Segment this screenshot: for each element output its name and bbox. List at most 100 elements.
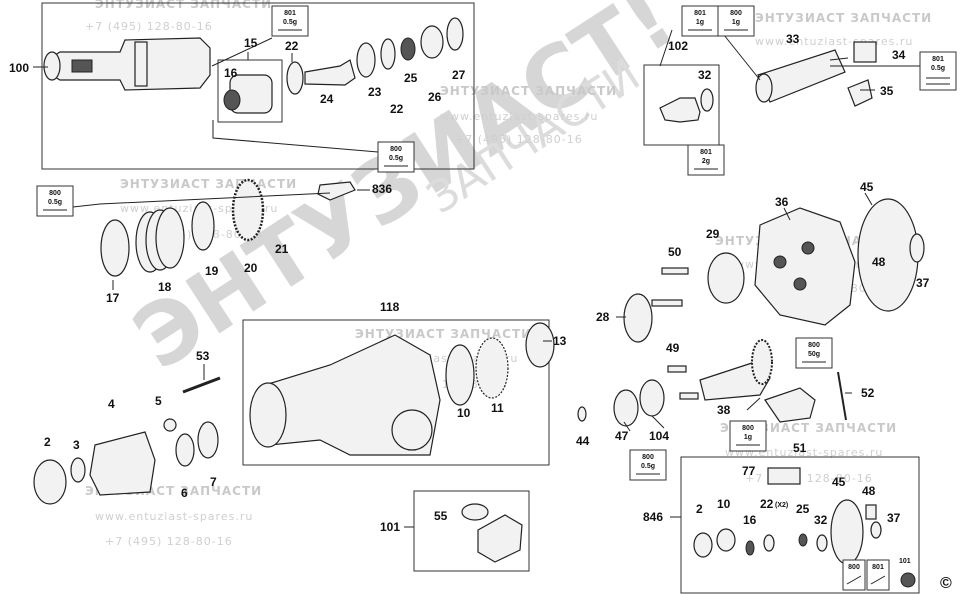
housing-nose — [249, 382, 287, 448]
svg-text:0.5g: 0.5g — [283, 19, 297, 26]
kit-22 — [763, 534, 775, 552]
label-77: 77 — [742, 464, 756, 478]
screw-50b — [651, 299, 683, 307]
label-33: 33 — [786, 32, 800, 46]
frame-group-118 — [242, 319, 550, 466]
label-100: 100 — [9, 61, 29, 75]
label-35: 35 — [880, 84, 894, 98]
ring-37 — [909, 233, 925, 263]
svg-text:800: 800 — [848, 564, 860, 571]
label-15: 15 — [244, 36, 258, 50]
svg-text:1g: 1g — [696, 19, 704, 26]
screw-53 — [182, 376, 221, 394]
grease-tag-t1: 800 0.5g — [377, 141, 415, 173]
label-104: 104 — [649, 429, 669, 443]
svg-text:800: 800 — [642, 454, 654, 461]
kit-grease-800: 800 — [842, 559, 866, 591]
label-118: 118 — [380, 300, 400, 314]
part-16-inner — [223, 89, 241, 111]
cap-2 — [33, 459, 67, 505]
label-27: 27 — [452, 68, 466, 82]
sleeve-19 — [191, 201, 215, 251]
assembly-gearbox — [577, 198, 925, 427]
label-50: 50 — [668, 245, 682, 259]
label-48b: 48 — [862, 484, 876, 498]
watermark-phone-7: +7 (495) 128-80-16 — [105, 535, 233, 548]
label-22x2: 22 — [760, 497, 774, 511]
label-24: 24 — [320, 92, 334, 106]
label-2b: 2 — [696, 502, 703, 516]
gear-38 — [751, 339, 773, 385]
assembly-118 — [249, 322, 555, 456]
label-7: 7 — [210, 475, 217, 489]
oring-55 — [461, 503, 489, 521]
grease-tag-t5: 801 0.5g — [919, 51, 957, 91]
part-labels: 100 15 16 22 24 23 22 25 26 27 102 32 33… — [9, 32, 952, 592]
gasket-45 — [857, 198, 919, 312]
svg-text:801: 801 — [284, 10, 296, 17]
svg-text:801: 801 — [932, 56, 944, 63]
leader-lines — [33, 29, 920, 528]
needle-bearing-47 — [613, 389, 639, 427]
gear-20 — [231, 178, 265, 242]
kit-101 — [900, 572, 916, 588]
spring-18c — [155, 207, 185, 269]
svg-text:0.5g: 0.5g — [48, 199, 62, 206]
label-20: 20 — [244, 261, 258, 275]
kit-48 — [865, 504, 877, 520]
watermark-brand-5: ЭНТУЗИАСТ ЗАПЧАСТИ — [355, 327, 532, 341]
label-28: 28 — [596, 310, 610, 324]
label-13: 13 — [553, 334, 567, 348]
label-101: 101 — [380, 520, 400, 534]
grease-tag-t2: 801 0.5g — [271, 5, 309, 37]
screw-50 — [661, 267, 689, 275]
label-10: 10 — [457, 406, 471, 420]
label-47: 47 — [615, 429, 629, 443]
label-836: 836 — [372, 182, 392, 196]
grease-tag-t7: 800 0.5g — [36, 185, 74, 217]
bearing-11 — [475, 337, 509, 399]
ring-10 — [445, 344, 475, 406]
label-21: 21 — [275, 242, 289, 256]
svg-text:2g: 2g — [702, 158, 710, 165]
label-846: 846 — [643, 510, 663, 524]
svg-text:801: 801 — [872, 564, 884, 571]
svg-text:800: 800 — [49, 190, 61, 197]
label-2: 2 — [44, 435, 51, 449]
assembly-clutch — [100, 178, 356, 277]
watermark-phone-6: +7 (495) 128-80-16 — [745, 472, 873, 485]
label-34: 34 — [892, 48, 906, 62]
copyright-mark: © — [940, 575, 952, 592]
assembly-101 — [461, 503, 523, 563]
label-16b: 16 — [743, 513, 757, 527]
spindle-end — [43, 51, 61, 81]
clip-836 — [317, 181, 356, 201]
ring-27 — [446, 17, 464, 51]
label-5: 5 — [155, 394, 162, 408]
grease-tag-t8: 800 50g — [795, 337, 833, 369]
kit-2 — [693, 532, 713, 558]
svg-text:800: 800 — [808, 342, 820, 349]
ring-22b — [380, 38, 396, 70]
label-38: 38 — [717, 403, 731, 417]
label-17: 17 — [106, 291, 120, 305]
frame-group-846 — [680, 456, 920, 594]
svg-text:0.5g: 0.5g — [389, 155, 403, 162]
flange-29 — [707, 252, 745, 304]
label-4: 4 — [108, 397, 115, 411]
block-34 — [853, 41, 877, 63]
svg-text:801: 801 — [694, 10, 706, 17]
spring-7 — [197, 421, 219, 459]
kit-10 — [716, 528, 736, 552]
watermark-url-2: www.entuziast-spares.ru — [755, 35, 913, 48]
kit-grease-801: 801 — [866, 559, 890, 591]
label-53: 53 — [196, 349, 210, 363]
frame-group-101 — [413, 490, 530, 572]
watermark-url-1: www.entuziast-spares.ru — [440, 110, 598, 123]
kit-45 — [830, 499, 864, 565]
oring-25 — [400, 37, 416, 61]
oring-28 — [623, 293, 653, 343]
label-x2: (X2) — [775, 502, 788, 509]
frame-group-100 — [41, 2, 475, 170]
